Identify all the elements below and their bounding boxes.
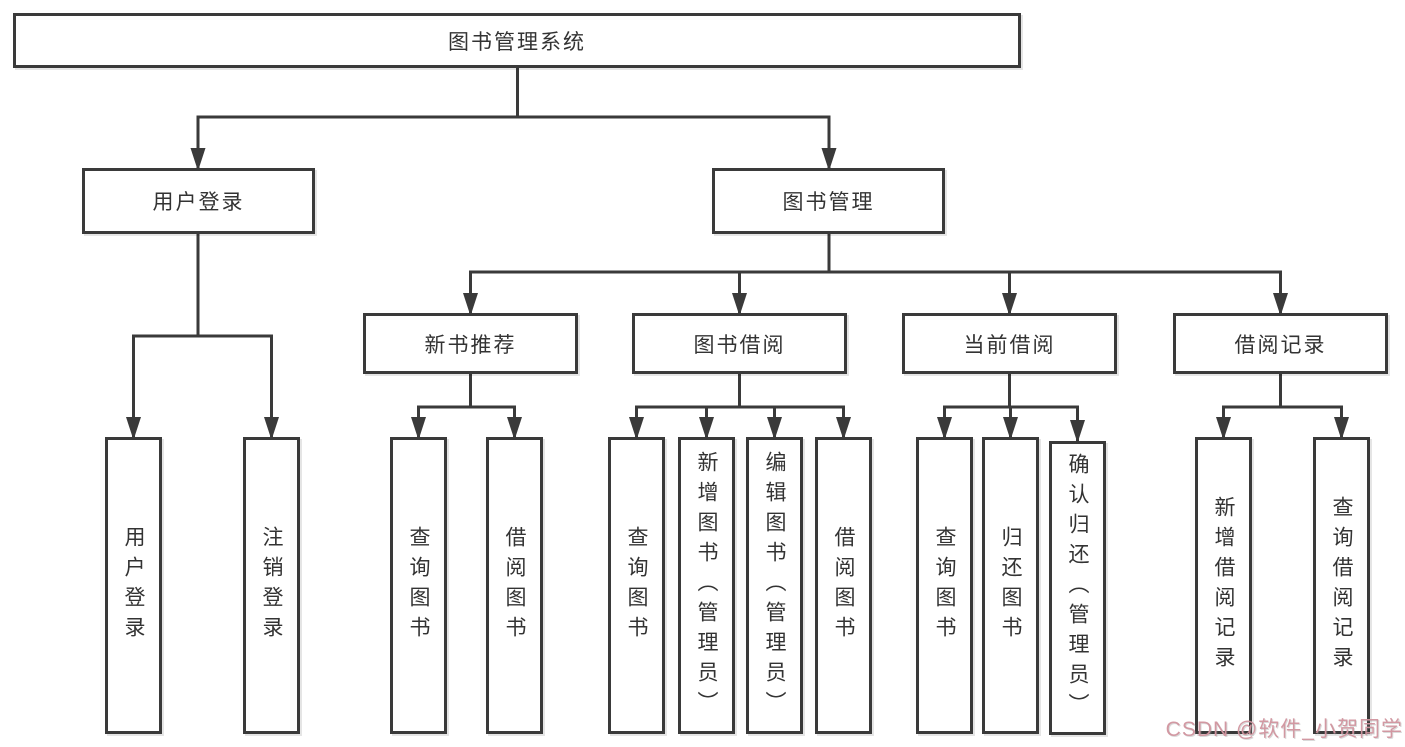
node-leaf-borrow-books-recommend: 借阅图书 xyxy=(486,437,543,734)
node-label: 图书管理 xyxy=(782,191,875,214)
node-label: 当前借阅 xyxy=(963,333,1056,357)
node-label: 确认归还（管理员） xyxy=(1066,453,1089,723)
node-book-management: 图书管理 xyxy=(712,168,945,234)
node-leaf-query-books-borrow: 查询图书 xyxy=(608,437,665,734)
node-label: 图书管理系统 xyxy=(448,30,586,54)
node-label: 注销登录 xyxy=(260,525,283,646)
node-label: 新书推荐 xyxy=(424,333,517,357)
node-label: 查询图书 xyxy=(625,525,648,646)
node-label: 新增图书（管理员） xyxy=(695,450,718,721)
node-label: 归还图书 xyxy=(999,525,1022,646)
node-label: 新增借阅记录 xyxy=(1212,495,1235,676)
node-label: 借阅图书 xyxy=(503,525,526,646)
node-label: 用户登录 xyxy=(122,525,145,646)
node-label: 查询图书 xyxy=(933,525,956,646)
node-leaf-query-books-current: 查询图书 xyxy=(916,437,973,734)
node-leaf-user-login: 用户登录 xyxy=(105,437,162,734)
node-label: 查询图书 xyxy=(407,525,430,646)
node-library-management-system: 图书管理系统 xyxy=(13,13,1021,68)
arrowhead-icons xyxy=(126,148,1349,443)
node-leaf-return-books: 归还图书 xyxy=(982,437,1039,734)
node-label: 借阅图书 xyxy=(832,525,855,646)
node-leaf-add-books-admin: 新增图书（管理员） xyxy=(678,437,735,734)
node-label: 查询借阅记录 xyxy=(1330,495,1353,676)
node-label: 编辑图书（管理员） xyxy=(763,450,786,721)
tree-edges xyxy=(132,66,1343,445)
node-leaf-query-books-recommend: 查询图书 xyxy=(390,437,447,734)
node-borrowing-records: 借阅记录 xyxy=(1173,313,1388,374)
node-leaf-edit-books-admin: 编辑图书（管理员） xyxy=(746,437,803,734)
node-user-login: 用户登录 xyxy=(82,168,315,234)
node-label: 图书借阅 xyxy=(693,333,786,357)
node-leaf-logout: 注销登录 xyxy=(243,437,300,734)
node-book-borrowing: 图书借阅 xyxy=(632,313,847,374)
node-leaf-add-borrow-record: 新增借阅记录 xyxy=(1195,437,1252,734)
node-leaf-query-borrow-record: 查询借阅记录 xyxy=(1313,437,1370,734)
node-current-borrowing: 当前借阅 xyxy=(902,313,1117,374)
node-label: 用户登录 xyxy=(152,191,245,214)
node-label: 借阅记录 xyxy=(1234,333,1327,357)
node-new-book-recommendation: 新书推荐 xyxy=(363,313,578,374)
node-leaf-confirm-return-admin: 确认归还（管理员） xyxy=(1049,441,1106,735)
csdn-watermark: CSDN @软件_小贺同学 xyxy=(1165,718,1403,741)
node-leaf-borrow-books: 借阅图书 xyxy=(815,437,872,734)
